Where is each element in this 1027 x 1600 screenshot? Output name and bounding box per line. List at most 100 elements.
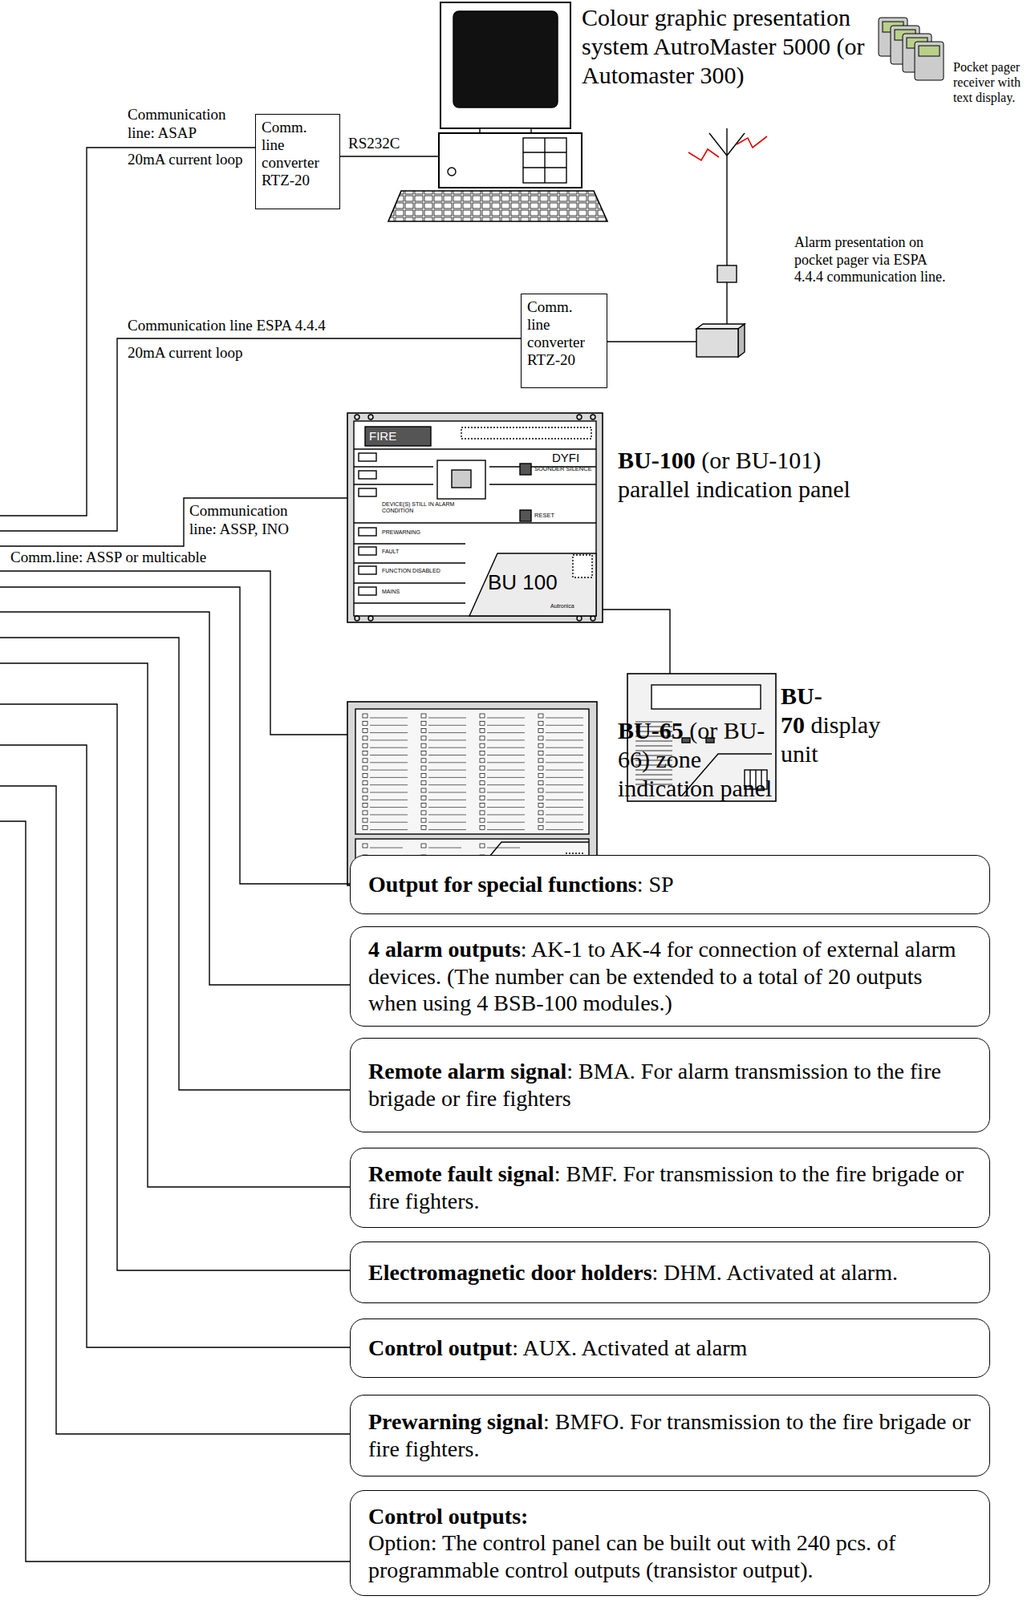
panel-detail [479, 811, 485, 816]
panel-detail [428, 792, 467, 794]
node-text: Remote fault signal [368, 1161, 555, 1187]
panel-detail [362, 743, 368, 748]
node-content: Comm. line converter RTZ-20 [527, 298, 595, 369]
panel-detail [362, 811, 368, 816]
panel-detail [362, 714, 368, 719]
node-text: Control output [368, 1335, 512, 1361]
panel-detail [487, 739, 525, 741]
label-text: Comm.line: ASSP or multicable [10, 548, 207, 566]
node-text: : SP [637, 872, 674, 898]
panel-detail [538, 751, 544, 756]
panel-detail [538, 773, 544, 778]
panel-detail [421, 788, 427, 793]
panel-detail [545, 725, 584, 727]
panel-detail [545, 732, 584, 734]
label-text: RS232C [348, 134, 400, 152]
panel-detail [362, 818, 368, 823]
panel-detail [479, 795, 485, 800]
panel-detail [538, 759, 544, 764]
node-text: Comm. line converter RTZ-20 [527, 298, 585, 369]
panel-detail [538, 736, 544, 741]
panel-detail [538, 729, 544, 734]
panel-detail [369, 725, 408, 727]
panel-detail [362, 826, 368, 831]
panel-detail [369, 739, 408, 741]
panel-detail [369, 718, 408, 719]
panel-detail [428, 814, 467, 816]
label-text: Colour graphic presentation system Autro… [581, 4, 865, 89]
label: Communication line ESPA 4.4.4 [127, 316, 353, 336]
panel-detail [362, 721, 368, 726]
node-text: Control outputs: [368, 1504, 528, 1530]
node-text: Electromagnetic door holders [368, 1260, 653, 1286]
panel-detail [479, 743, 485, 748]
panel-detail [362, 766, 368, 771]
label-text: PREWARNING [381, 529, 421, 536]
label-text: BU 100 [487, 570, 558, 595]
panel-detail [487, 762, 525, 764]
panel-detail [545, 739, 584, 741]
node-text: Prewarning signal [368, 1409, 544, 1435]
node-content: Control outputs:Option: The control pane… [368, 1503, 972, 1585]
node-text: Output for special functions [368, 872, 638, 898]
panel-detail [428, 755, 467, 756]
output-box: 4 alarm outputs: AK-1 to AK-4 for connec… [349, 926, 991, 1027]
panel-detail [479, 818, 485, 823]
label-text: Communication line: ASSP, INO [189, 502, 289, 538]
panel-detail [362, 795, 368, 800]
panel-detail [369, 747, 408, 749]
panel-detail [487, 747, 525, 749]
panel-detail [538, 766, 544, 771]
node-text: Comm. line converter RTZ-20 [261, 118, 320, 189]
node-content: Electromagnetic door holders: DHM. Activ… [368, 1259, 972, 1287]
panel-detail [369, 784, 408, 786]
label-text: FUNCTION DISABLED [381, 568, 441, 574]
panel-detail [428, 829, 467, 831]
panel-detail [421, 826, 427, 831]
panel-detail [479, 773, 485, 778]
panel-detail [421, 729, 427, 734]
panel-detail [538, 795, 544, 800]
panel-detail [538, 811, 544, 816]
panel-detail [545, 777, 584, 779]
node-text: Remote alarm signal [368, 1059, 567, 1084]
panel-detail [487, 829, 525, 831]
converter-box: Comm. line converter RTZ-20 [255, 113, 341, 210]
panel-detail [487, 784, 525, 786]
panel-detail [428, 777, 467, 779]
panel-detail [428, 725, 467, 727]
panel-detail [545, 799, 584, 801]
label: FIRE [369, 429, 431, 443]
panel-detail [487, 792, 525, 794]
node-text: : AUX. Activated at alarm [511, 1335, 747, 1361]
panel-detail [545, 814, 584, 816]
panel-detail [428, 822, 467, 824]
label-text: FAULT [381, 548, 399, 555]
panel-detail [428, 747, 467, 749]
node-content: Control output: AUX. Activated at alarm [368, 1335, 972, 1363]
label: Comm.line: ASSP or multicable [10, 548, 252, 568]
label-text: DEVICE(S) STILL IN ALARM CONDITION [381, 501, 455, 514]
panel-detail [369, 755, 408, 756]
output-box: Control output: AUX. Activated at alarm [349, 1319, 991, 1379]
panel-detail [487, 718, 525, 719]
label: RESET [534, 512, 583, 520]
panel-detail [545, 762, 584, 764]
panel-detail [369, 777, 408, 779]
panel-detail [362, 773, 368, 778]
panel-detail [369, 799, 408, 801]
panel-detail [538, 803, 544, 808]
panel-detail [428, 770, 467, 772]
panel-detail [421, 759, 427, 764]
label: BU 100 [487, 571, 572, 596]
node-content: Remote alarm signal: BMA. For alarm tran… [368, 1058, 972, 1113]
panel-detail [487, 814, 525, 816]
label: DEVICE(S) STILL IN ALARM CONDITION [381, 501, 456, 515]
panel-detail [479, 736, 485, 741]
panel-detail [369, 822, 408, 824]
label-text: 20mA current loop [127, 344, 244, 362]
panel-detail [428, 807, 467, 808]
panel-detail [479, 759, 485, 764]
panel-detail [479, 781, 485, 786]
